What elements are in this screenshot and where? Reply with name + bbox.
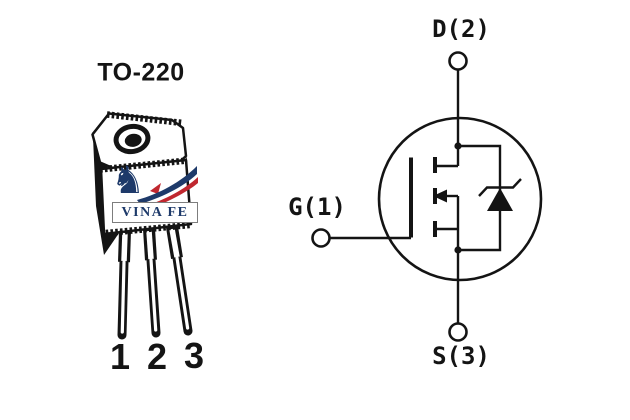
pin-label-3: 3	[183, 335, 205, 376]
substrate-arrow	[433, 189, 447, 203]
body-diode-branch	[458, 144, 502, 252]
mounting-hole	[113, 123, 151, 155]
package-title: TO-220	[97, 58, 185, 87]
pin-2	[143, 228, 161, 338]
tab-serrated-edge	[106, 111, 184, 127]
drain-terminal	[448, 51, 468, 71]
body-bottom-serrated-edge	[100, 221, 191, 237]
pin-1	[117, 230, 131, 340]
horse-logo-icon: ♞	[111, 158, 146, 202]
gate-label: G(1)	[288, 193, 346, 221]
swoosh-blue-band	[137, 166, 197, 204]
mosfet-schematic	[311, 51, 543, 342]
junction-dot-source	[454, 246, 462, 254]
watermark-brand-text: VINA FE	[121, 204, 189, 220]
pin-3	[166, 226, 193, 336]
swoosh-accent	[150, 183, 161, 194]
watermark-brand-box: VINA FE	[112, 202, 198, 223]
drain-label: D(2)	[432, 15, 490, 43]
pin-label-2: 2	[146, 336, 168, 377]
pin-label-1: 1	[109, 336, 131, 377]
zener-cathode-line	[478, 178, 522, 197]
source-terminal	[448, 322, 468, 342]
junction-dot-drain	[454, 142, 462, 150]
transistor-circle	[377, 116, 543, 282]
gate-terminal	[311, 228, 331, 248]
zener-diode-triangle	[487, 188, 513, 211]
source-label: S(3)	[432, 342, 490, 370]
body-top-serrated-edge	[99, 157, 188, 173]
package-drawing	[91, 111, 193, 340]
